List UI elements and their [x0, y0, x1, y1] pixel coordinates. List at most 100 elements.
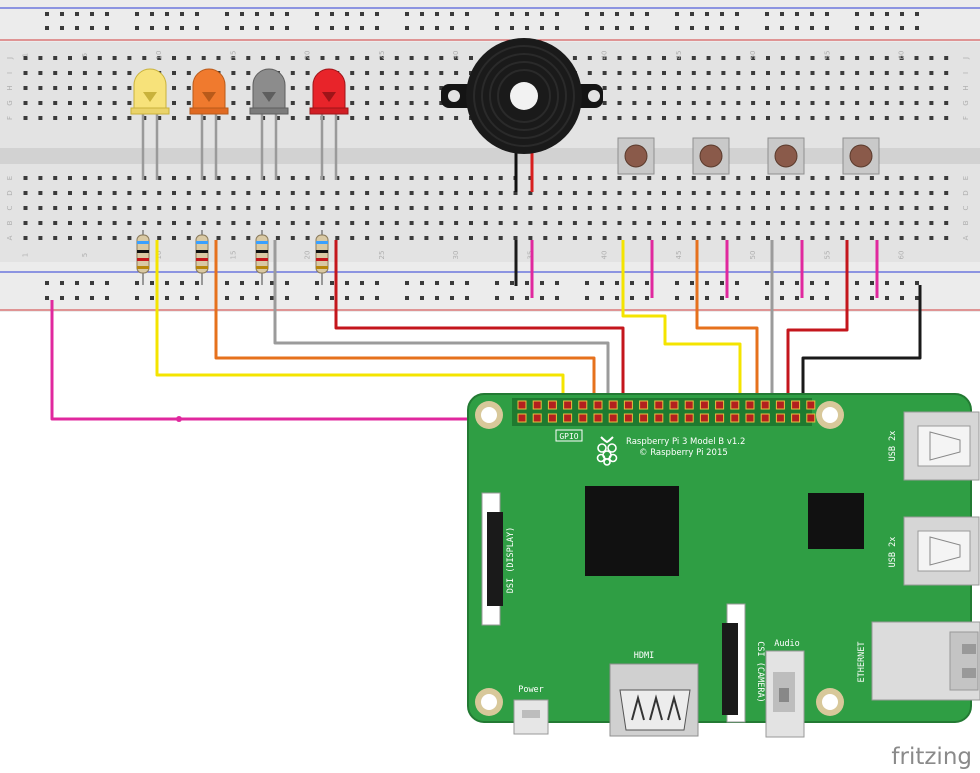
push-buttons [617, 137, 880, 175]
rail-hole [345, 26, 349, 30]
breadboard-hole [706, 206, 711, 210]
breadboard-hole [884, 56, 889, 60]
breadboard-hole [127, 71, 132, 75]
breadboard-hole [350, 176, 355, 180]
rail-hole [360, 296, 364, 300]
breadboard-hole [112, 101, 117, 105]
rail-hole [735, 296, 739, 300]
rail-hole [675, 26, 679, 30]
rail-hole [855, 281, 859, 285]
breadboard-hole [884, 86, 889, 90]
breadboard-hole [469, 206, 473, 210]
column-number: 50 [749, 251, 757, 260]
breadboard-hole [112, 86, 117, 90]
breadboard-hole [53, 206, 58, 210]
gpio-pin [699, 400, 709, 410]
breadboard-hole [23, 221, 28, 225]
breadboard-hole [587, 56, 592, 60]
rail-hole [855, 26, 859, 30]
breadboard-hole [469, 221, 473, 225]
push-button-3 [767, 137, 805, 175]
rail-hole [600, 26, 604, 30]
breadboard-hole [929, 236, 934, 240]
breadboard-hole [275, 236, 280, 240]
row-label: H [6, 85, 14, 90]
breadboard-hole [246, 236, 251, 240]
breadboard-hole [127, 176, 132, 180]
rail-hole [645, 281, 649, 285]
breadboard-hole [751, 71, 756, 75]
breadboard-hole [246, 206, 251, 210]
breadboard-hole [899, 221, 904, 225]
rail-hole [150, 281, 154, 285]
column-number: 20 [304, 51, 312, 60]
breadboard-hole [350, 101, 355, 105]
gpio-pin [806, 413, 816, 423]
breadboard-hole [127, 221, 132, 225]
breadboard-hole [246, 71, 251, 75]
rail-hole [510, 26, 514, 30]
rail-hole [330, 281, 334, 285]
rail-hole [720, 296, 724, 300]
breadboard-hole [112, 116, 117, 120]
breadboard-hole [543, 221, 548, 225]
rail-hole [915, 296, 919, 300]
power-port: Power [513, 685, 549, 735]
rail-hole [870, 296, 874, 300]
rail-hole [420, 281, 424, 285]
breadboard-hole [231, 206, 236, 210]
breadboard-hole [810, 221, 815, 225]
rail-hole [315, 26, 319, 30]
breadboard-hole [647, 221, 652, 225]
rail-hole [900, 281, 904, 285]
breadboard-hole [216, 221, 221, 225]
breadboard-hole [82, 236, 87, 240]
breadboard-hole [602, 236, 607, 240]
breadboard-hole [780, 191, 785, 195]
breadboard-hole [97, 221, 102, 225]
rail-hole [165, 281, 169, 285]
breadboard-hole [97, 86, 102, 90]
gpio-pin [715, 413, 725, 423]
breadboard-hole [914, 56, 919, 60]
hdmi-port: HDMI [609, 651, 699, 737]
breadboard-hole [632, 86, 637, 90]
breadboard-hole [929, 206, 934, 210]
row-label: B [6, 220, 14, 225]
breadboard-hole [68, 206, 72, 210]
usb-lan-chip [808, 493, 864, 549]
breadboard-hole [736, 191, 741, 195]
breadboard-hole [869, 191, 874, 195]
breadboard-hole [691, 101, 696, 105]
breadboard-hole [869, 236, 874, 240]
gpio-pin [760, 413, 770, 423]
breadboard-hole [305, 176, 310, 180]
breadboard-hole [216, 206, 221, 210]
rail-hole [780, 296, 784, 300]
rail-hole [75, 296, 79, 300]
breadboard-hole [112, 56, 117, 60]
breadboard-hole [290, 101, 295, 105]
breadboard-hole [602, 191, 607, 195]
rail-hole [285, 296, 289, 300]
rail-hole [870, 12, 874, 16]
rail-hole [225, 296, 229, 300]
row-label: J [962, 57, 970, 60]
breadboard-hole [469, 56, 473, 60]
rail-hole [810, 296, 814, 300]
breadboard-hole [884, 71, 889, 75]
breadboard-hole [186, 191, 191, 195]
breadboard-hole [186, 71, 191, 75]
breadboard-hole [929, 86, 934, 90]
breadboard-hole [201, 176, 206, 180]
rail-hole [870, 26, 874, 30]
rail-hole [900, 12, 904, 16]
breadboard-hole [483, 221, 488, 225]
breadboard-hole [513, 191, 518, 195]
gpio-pin [532, 413, 542, 423]
rail-hole [225, 12, 229, 16]
breadboard-hole [676, 101, 681, 105]
column-number: 60 [898, 51, 906, 60]
rail-hole [615, 281, 619, 285]
